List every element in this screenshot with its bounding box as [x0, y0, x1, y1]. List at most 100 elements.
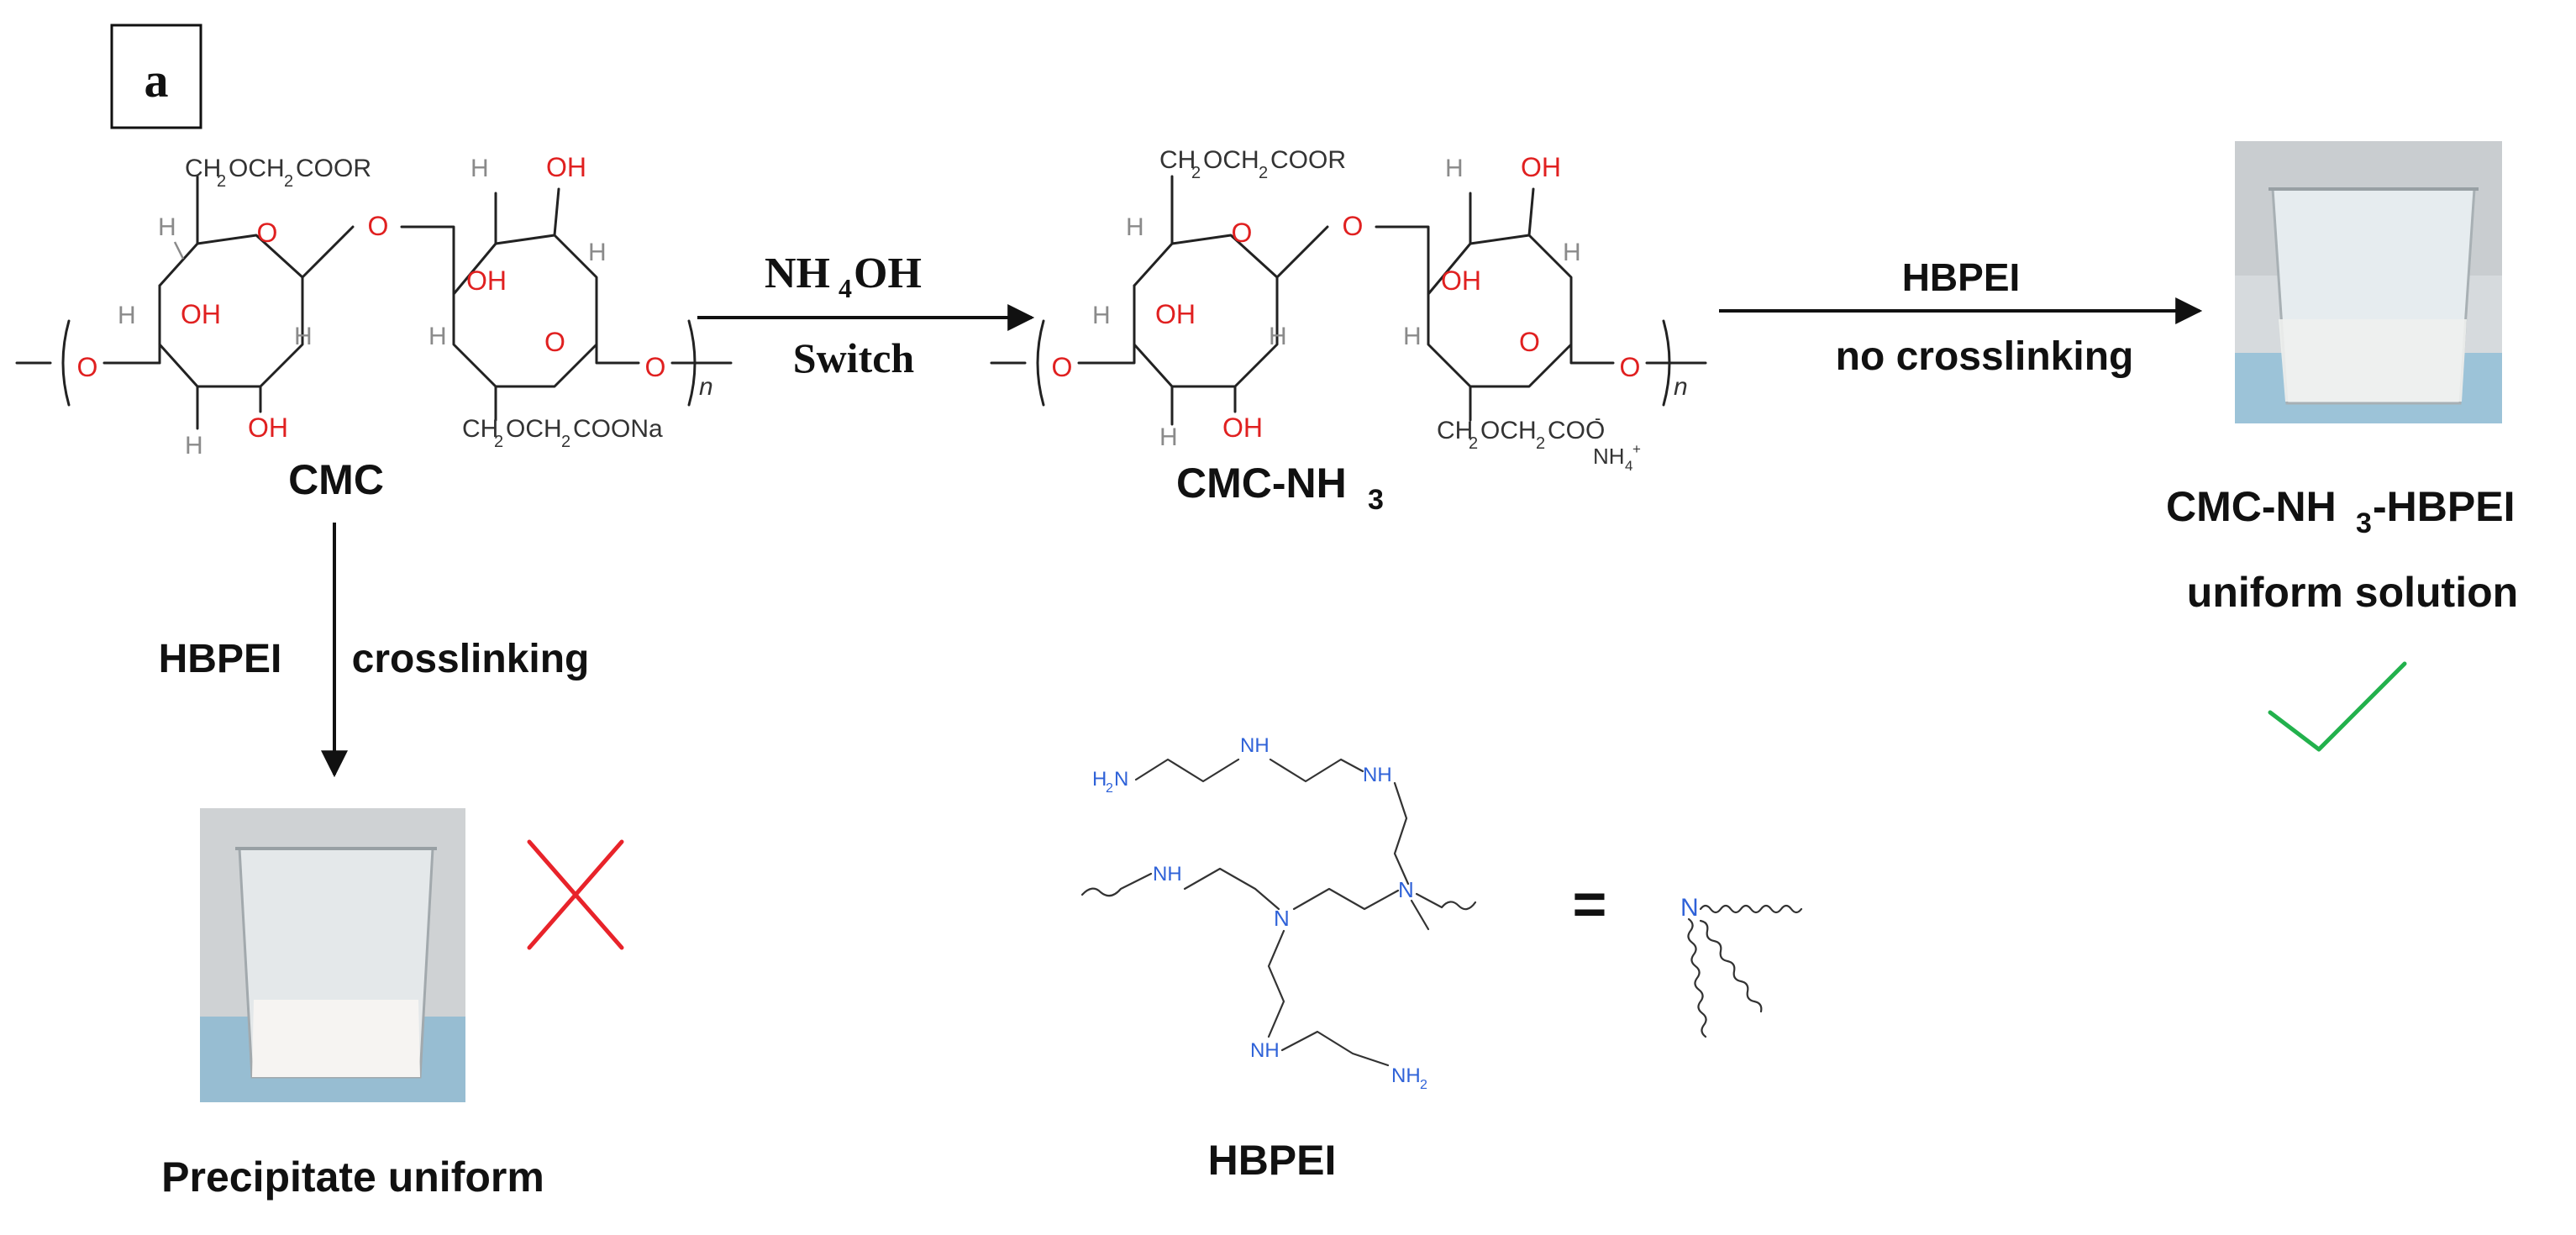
svg-text:uniform solution: uniform solution — [2187, 569, 2518, 616]
svg-text:OH: OH — [1521, 152, 1561, 182]
cmc-structure: O O CH 2 OCH 2 COOR H H H H OH OH O H OH… — [15, 152, 733, 460]
svg-text:n: n — [699, 373, 713, 401]
svg-text:H: H — [428, 323, 447, 350]
svg-text:H: H — [1159, 423, 1178, 451]
svg-text:2: 2 — [494, 433, 503, 451]
svg-text:COONa: COONa — [573, 415, 663, 443]
svg-text:H: H — [471, 155, 489, 182]
svg-text:H: H — [1092, 302, 1111, 329]
svg-text:N: N — [1114, 768, 1128, 791]
svg-text:OH: OH — [854, 250, 922, 297]
arrow-hbpei-crosslinking: HBPEI crosslinking — [159, 523, 590, 778]
photo-uniform-solution — [2235, 141, 2502, 423]
svg-text:H: H — [1445, 155, 1464, 182]
svg-text:CMC-NH: CMC-NH — [1176, 460, 1347, 507]
equals-sign: = — [1573, 871, 1607, 937]
svg-text:H: H — [185, 432, 203, 460]
photo-precipitate — [200, 808, 465, 1102]
svg-text:H: H — [1092, 768, 1107, 791]
svg-text:N: N — [1680, 894, 1699, 922]
svg-text:H: H — [1403, 323, 1422, 350]
svg-text:N: N — [1274, 906, 1290, 931]
svg-text:CH: CH — [1437, 417, 1473, 444]
cross-mark-icon — [527, 839, 624, 950]
svg-text:CH: CH — [1159, 146, 1196, 174]
hbpei-label: HBPEI — [1208, 1137, 1337, 1184]
hbpei-structure: H 2 N NH NH NH N N NH NH 2 — [1080, 734, 1477, 1092]
svg-text:2: 2 — [1259, 164, 1268, 182]
svg-text:n: n — [1674, 373, 1688, 401]
svg-text:2: 2 — [561, 433, 570, 451]
svg-text:O: O — [257, 218, 278, 248]
svg-text:3: 3 — [1368, 484, 1384, 516]
svg-text:4: 4 — [839, 273, 852, 303]
svg-text:HBPEI: HBPEI — [159, 637, 282, 681]
svg-text:2: 2 — [217, 172, 226, 191]
svg-text:a: a — [145, 53, 169, 108]
svg-text:2: 2 — [1469, 434, 1478, 453]
svg-text:NH: NH — [765, 250, 830, 297]
svg-text:3: 3 — [2356, 507, 2372, 539]
svg-text:NH: NH — [1593, 444, 1625, 469]
svg-text:NH: NH — [1250, 1039, 1280, 1062]
svg-text:4: 4 — [1625, 458, 1632, 474]
svg-text:2: 2 — [1106, 781, 1113, 796]
svg-text:NH: NH — [1391, 1064, 1421, 1087]
cmc-nh3-label: CMC-NH 3 — [1176, 460, 1384, 516]
svg-text:COOR: COOR — [1270, 146, 1346, 174]
svg-text:N: N — [1398, 877, 1414, 902]
svg-text:CMC-NH: CMC-NH — [2166, 483, 2337, 530]
svg-text:OCH: OCH — [1203, 146, 1259, 174]
svg-text:OH: OH — [248, 413, 288, 443]
svg-text:COOR: COOR — [296, 155, 371, 182]
svg-text:H: H — [294, 323, 313, 350]
svg-text:O: O — [1052, 352, 1073, 382]
svg-text:O: O — [1620, 352, 1641, 382]
svg-text:no crosslinking: no crosslinking — [1836, 334, 2134, 379]
svg-text:CH: CH — [185, 155, 221, 182]
check-mark-icon — [2268, 661, 2407, 752]
svg-text:2: 2 — [1191, 164, 1201, 182]
svg-text:H: H — [158, 213, 176, 241]
svg-text:OH: OH — [181, 299, 221, 329]
svg-text:CH: CH — [462, 415, 498, 443]
svg-text:-: - — [1595, 407, 1601, 428]
svg-text:H: H — [118, 302, 136, 329]
svg-text:-HBPEI: -HBPEI — [2373, 483, 2515, 530]
svg-text:NH: NH — [1240, 734, 1270, 757]
precipitate-label: Precipitate uniform — [161, 1154, 544, 1201]
svg-text:2: 2 — [1420, 1078, 1427, 1092]
cmc-label: CMC — [288, 456, 384, 503]
svg-text:NH: NH — [1153, 863, 1182, 886]
svg-text:HBPEI: HBPEI — [1902, 255, 2021, 299]
svg-text:crosslinking: crosslinking — [352, 637, 590, 681]
svg-text:OH: OH — [1155, 299, 1196, 329]
svg-text:O: O — [368, 211, 389, 241]
svg-text:H: H — [1126, 213, 1144, 241]
svg-text:O: O — [1232, 218, 1253, 248]
svg-text:H: H — [1269, 323, 1287, 350]
arrow-nh4oh-switch: NH 4 OH Switch — [697, 250, 1035, 381]
arrow-hbpei-no-crosslinking: HBPEI no crosslinking — [1719, 255, 2203, 379]
svg-text:Switch: Switch — [793, 334, 915, 381]
svg-text:2: 2 — [1536, 434, 1545, 453]
svg-text:OH: OH — [466, 265, 507, 296]
svg-text:COO: COO — [1548, 417, 1605, 444]
svg-text:H: H — [588, 239, 607, 266]
svg-text:O: O — [1343, 211, 1364, 241]
hbpei-simplified-symbol: N — [1680, 894, 1803, 1038]
svg-text:OCH: OCH — [506, 415, 562, 443]
svg-text:H: H — [1563, 239, 1581, 266]
product-label: CMC-NH 3 -HBPEI uniform solution — [2166, 483, 2518, 616]
svg-text:2: 2 — [284, 172, 293, 191]
svg-text:O: O — [77, 352, 98, 382]
svg-text:NH: NH — [1363, 764, 1392, 786]
svg-text:O: O — [1519, 327, 1540, 357]
svg-text:O: O — [645, 352, 666, 382]
cmc-nh3-structure: O O CH 2 OCH 2 COOR H H H H OH OH O H OH… — [990, 146, 1707, 474]
panel-label: a — [110, 24, 202, 129]
svg-text:OH: OH — [1222, 413, 1263, 443]
svg-text:OH: OH — [546, 152, 586, 182]
svg-text:OCH: OCH — [1480, 417, 1537, 444]
